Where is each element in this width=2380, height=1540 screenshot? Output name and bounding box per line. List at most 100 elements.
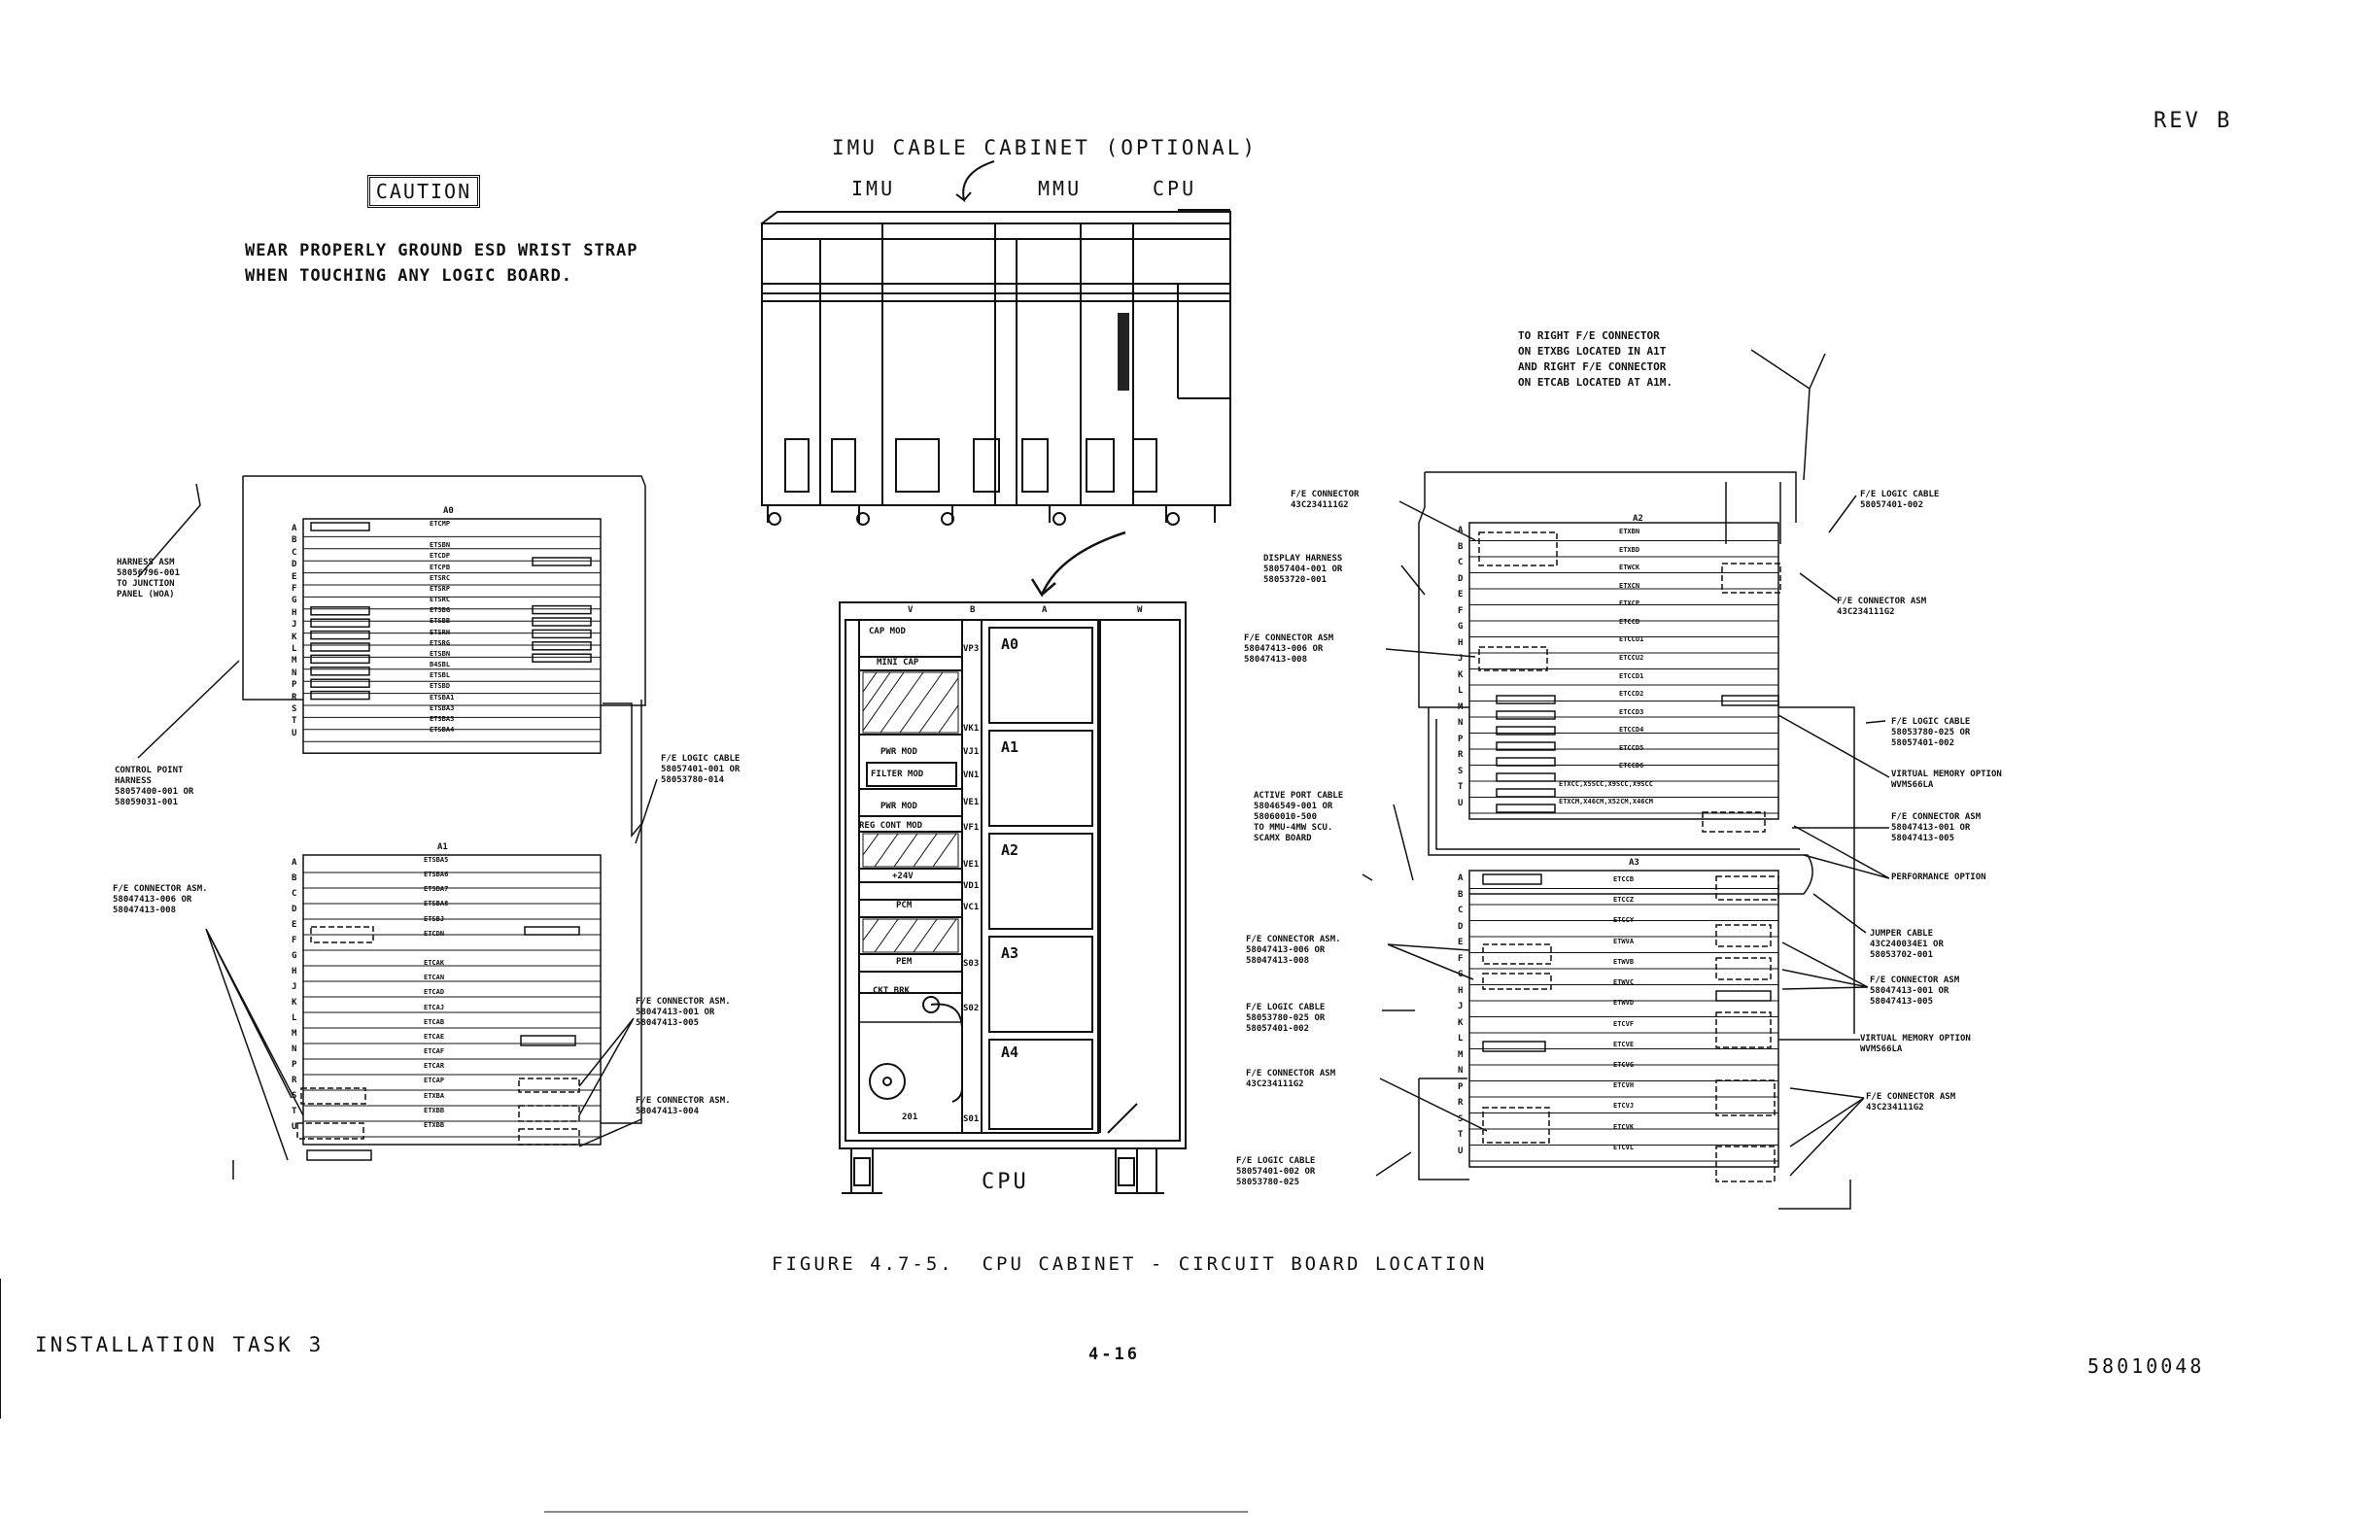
right-cable-loop [1428,707,1813,895]
left-a1-row-letter: U [292,1122,297,1132]
left-a1-row-letter: M [292,1029,297,1039]
left-a1-row-letter: G [292,951,297,961]
left-a0-board-label: ETSBD [430,682,451,691]
right-a3-fe-connector-r3 [1715,1011,1772,1048]
right-a3-row-letter: B [1458,889,1464,900]
left-a0-board-label: ETSBG [430,606,451,615]
right-a3-connector-l3 [1482,1041,1546,1052]
right-outer-frame-bottom [1418,1078,1469,1181]
right-a2-row-letter: R [1458,750,1464,760]
right-a3-board-label: ETCVF [1613,1019,1635,1028]
left-a0-connector-left [310,642,370,652]
right-a2-connector-left [1496,710,1556,720]
right-a3-board-label: ETCCY [1613,916,1635,925]
left-a0-connector [532,617,592,627]
fe-logic-r1-leader [1828,495,1857,533]
right-a3-fe-connector-l2 [1482,973,1552,990]
right-a2-connector-left [1496,772,1556,782]
right-outer-frame-left [1418,472,1469,708]
left-a0-connector [532,604,592,615]
right-a3-row-letter: P [1458,1081,1464,1092]
imu-label: IMU [851,177,896,200]
left-a0-connector-left [310,690,370,701]
right-a3-frame [1468,870,1779,1168]
right-a3-board-label: ETCVG [1613,1060,1635,1069]
fe-conn-asm-l1-leader [1385,648,1476,658]
right-a2-row-letter: A [1458,526,1464,535]
slot-a0: A0 [1001,635,1019,653]
right-a3-fe-connector-r1 [1715,924,1772,947]
right-a2-row-letter: M [1458,702,1464,712]
left-a0-connector-left [310,522,370,531]
left-a0-row-letter: F [292,584,297,594]
callout-fe-connector-mid2: F/E CONNECTOR ASM. 58047413-004 [636,1096,731,1116]
right-a2-fe-connector-l2 [1478,646,1548,671]
display-harness-leader [1400,565,1426,596]
callout-fe-connector: F/E CONNECTOR 43C234111G2 [1291,490,1360,510]
left-outer-frame-top [243,475,646,706]
footer-page-number: 4-16 [1088,1345,1140,1364]
col-head-v: V [908,605,914,615]
left-a1-board-label: ETCAE [424,1032,445,1041]
right-a2-row-letter: U [1458,798,1464,808]
left-a0-title: A0 [443,506,454,516]
left-a0-frame [302,518,602,754]
module-24v: +24V [892,872,914,881]
left-a1-row-letter: N [292,1044,297,1054]
module-mini-cap: MINI CAP [877,658,919,667]
left-a1-board-label: ETCAJ [424,1003,445,1011]
right-a3-row-letter: E [1458,938,1464,947]
left-a0-board-label: ETSBA3 [430,703,455,712]
left-a0-row-letter: G [292,596,297,606]
left-a1-fe-connector-l1 [300,1087,366,1105]
left-a1-board-label: ETCAB [424,1017,445,1026]
right-a3-row-letter: A [1458,873,1464,883]
left-a0-board-label: ETSBA4 [430,726,455,735]
module-pem: PEM [896,957,913,967]
right-a2-row-letter: N [1458,718,1464,728]
right-a2-row-letter: H [1458,637,1464,648]
slot-a2: A2 [1001,841,1019,859]
right-a2-row-letter: B [1458,541,1464,552]
fe-conn-asm-r3-leaders [1781,941,1869,990]
right-a2-row-letter: S [1458,766,1464,776]
left-a1-board-label: ETCAD [424,988,445,997]
left-a1-board-label: ETCAR [424,1062,445,1071]
right-a2-board-label: ETXCM,X46CM,X52CM,X46CM [1559,798,1653,806]
right-a3-row-letter: D [1458,921,1464,932]
left-a0-board-label: ETSRC [430,596,451,604]
left-a1-row-letter: K [292,998,297,1008]
left-a1-row-letter: F [292,936,297,945]
left-a0-row-letter: K [292,632,297,642]
side-code-vd1: VD1 [963,881,980,891]
left-a1-board-label: ETXBA [424,1091,445,1100]
left-a1-board-label: ETSBA5 [424,856,449,864]
callout-fe-connector-mid1: F/E CONNECTOR ASM. 58047413-001 OR 58047… [636,997,731,1028]
left-a0-row-letter: R [292,692,297,702]
right-a3-row-letter: J [1458,1002,1464,1011]
right-a2-board-label: ETCCU2 [1619,653,1644,662]
fe-conn-asm-l2-leaders [1387,943,1474,980]
right-a3-board-label: ETCVL [1613,1143,1635,1151]
left-cable-right [603,702,642,838]
left-a1-row-letter: R [292,1076,297,1085]
callout-fe-conn-asm-r4: F/E CONNECTOR ASM 43C234111G2 [1866,1092,1956,1112]
callout-fe-logic-r2: F/E LOGIC CABLE 58053780-025 OR 58057401… [1891,717,1971,748]
left-a0-connector-left [310,678,370,688]
right-a2-connector-left [1496,788,1556,798]
right-a2-connector-left [1496,741,1556,751]
top-right-leader [1750,349,1826,481]
callout-fe-conn-asm-l3: F/E CONNECTOR ASM 43C234111G2 [1246,1069,1336,1089]
right-a3-fe-connector-r2 [1715,957,1772,980]
right-a3-row-letter: T [1458,1130,1464,1140]
right-a3-row-letter: M [1458,1049,1464,1060]
callout-fe-conn-asm-r1: F/E CONNECTOR ASM 43C234111G2 [1837,597,1927,617]
left-a0-row-letter: S [292,704,297,714]
right-a2-connector-left [1496,695,1556,704]
left-a0-row-letter: J [292,620,297,631]
fe-logic-mid-leader [635,778,658,844]
left-a1-row-letter: E [292,920,297,930]
revision-label: REV B [2154,109,2233,133]
left-a0-board-label: ETSBN [430,541,451,550]
right-a2-board-label: ETCCD4 [1619,726,1644,735]
